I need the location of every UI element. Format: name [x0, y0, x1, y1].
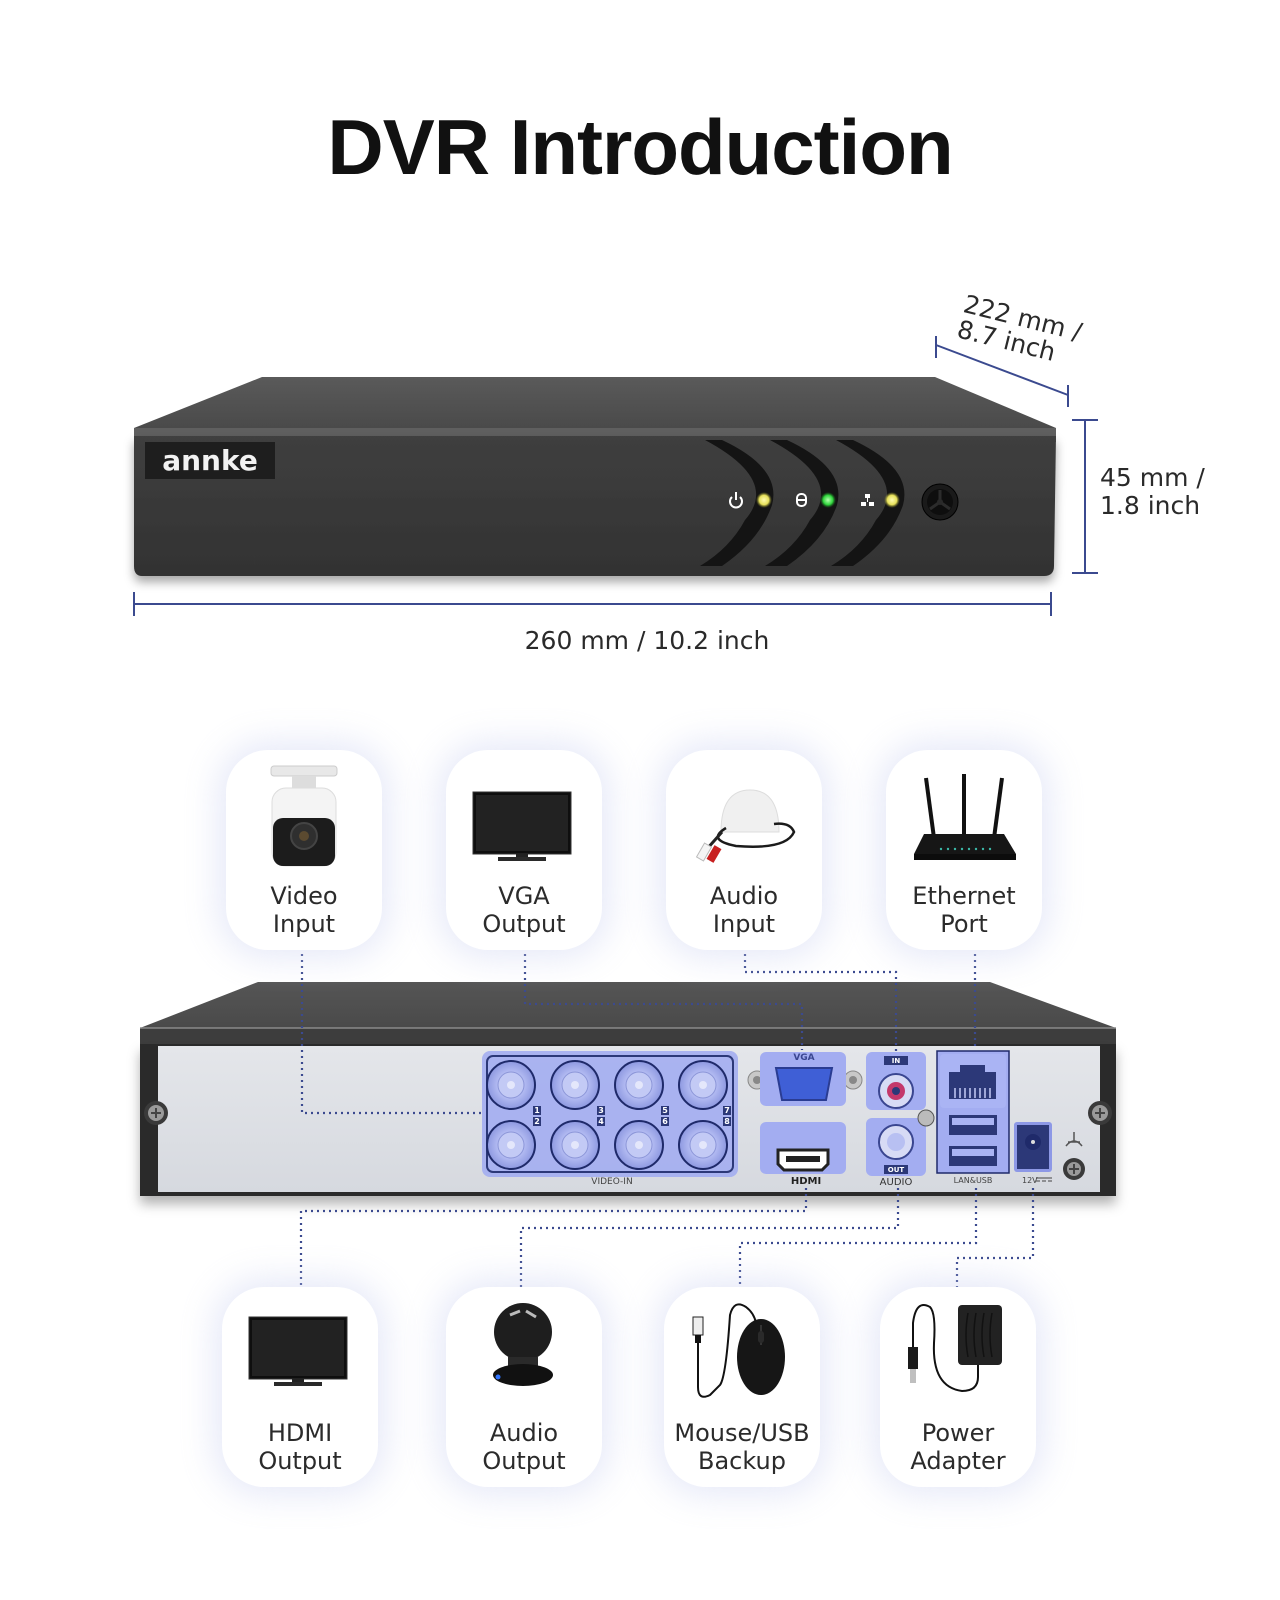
dvr-top-face — [134, 377, 1056, 428]
hdmi-label: HDMI — [791, 1176, 821, 1187]
screw-icon — [1088, 1101, 1112, 1125]
network-icon — [861, 494, 874, 506]
hdd-icon — [796, 493, 807, 507]
bnc-video-port — [614, 1060, 664, 1110]
height-dimension-line — [1072, 419, 1098, 574]
channel-number: 6 — [662, 1117, 668, 1126]
connector-hdmi-output — [299, 1188, 808, 1288]
ground-icon — [1065, 1132, 1083, 1147]
audio-out-label: OUT — [888, 1166, 905, 1174]
channel-number: 3 — [598, 1106, 604, 1115]
audio-out-port: OUT — [866, 1118, 926, 1176]
audio-in-label: IN — [892, 1057, 901, 1065]
ir-receiver-button — [921, 483, 959, 521]
vga-label: VGA — [793, 1053, 814, 1063]
channel-number: 8 — [724, 1117, 730, 1126]
height-dimension-inch: 1.8 inch — [1100, 491, 1200, 520]
dc-power-port — [1014, 1122, 1052, 1172]
mouse-icon — [692, 1303, 785, 1398]
lan-usb-block — [936, 1050, 1010, 1174]
depth-dimension-line — [935, 336, 1069, 407]
bnc-video-port — [550, 1120, 600, 1170]
vga-port: VGA — [747, 1052, 863, 1106]
speaker-icon — [493, 1303, 553, 1386]
svg-text:annke: annke — [162, 444, 258, 477]
network-led — [884, 492, 900, 508]
microphone-icon — [695, 789, 796, 863]
connector-audio-input — [743, 948, 898, 1052]
bnc-video-port — [486, 1120, 536, 1170]
width-dimension-text: 260 mm / 10.2 inch — [525, 626, 770, 655]
channel-number: 7 — [724, 1106, 730, 1115]
lan-usb-label: LAN&USB — [954, 1176, 993, 1185]
power-adapter-icon — [908, 1304, 1002, 1393]
rear-top-face — [140, 982, 1116, 1028]
channel-number: 1 — [534, 1106, 540, 1115]
channel-number: 4 — [598, 1117, 604, 1126]
connector-mouse-usb — [738, 1188, 978, 1288]
bnc-video-port — [486, 1060, 536, 1110]
video-in-label: VIDEO-IN — [591, 1177, 632, 1187]
ethernet-port — [949, 1065, 996, 1099]
usb-port — [949, 1115, 997, 1135]
power-led — [756, 492, 772, 508]
page-title: DVR Introduction — [327, 103, 953, 191]
dvr-front-view: annke 222 mm / 8.7 inch — [133, 289, 1205, 655]
power-icon — [729, 492, 743, 509]
screw-icon — [144, 1101, 168, 1125]
channel-number: 2 — [534, 1117, 540, 1126]
screw-icon — [1063, 1158, 1085, 1180]
hdmi-port: HDMI — [760, 1122, 846, 1187]
connector-vga-output — [523, 948, 804, 1050]
audio-in-port: IN — [866, 1052, 926, 1110]
height-dimension-mm: 45 mm / — [1100, 463, 1205, 492]
monitor-icon — [472, 791, 572, 861]
bnc-video-port — [614, 1120, 664, 1170]
connector-video-input — [300, 948, 482, 1115]
channel-number: 5 — [662, 1106, 668, 1115]
led-swoosh-group — [700, 440, 905, 566]
camera-icon — [270, 765, 338, 867]
bnc-video-port — [678, 1060, 728, 1110]
hdd-led — [820, 492, 836, 508]
router-icon — [914, 774, 1016, 860]
usb-port — [949, 1146, 997, 1166]
connector-audio-output — [519, 1188, 900, 1288]
video-in-bnc-block — [482, 1051, 738, 1177]
bnc-video-port — [550, 1060, 600, 1110]
connector-lines — [299, 948, 1035, 1288]
power-label: 12V — [1022, 1176, 1038, 1185]
bnc-video-port — [678, 1120, 728, 1170]
audio-label: AUDIO — [880, 1177, 913, 1188]
annke-logo: annke — [145, 442, 275, 479]
width-dimension-line — [133, 592, 1052, 616]
connector-power-adapter — [955, 1188, 1035, 1288]
monitor-icon — [248, 1316, 348, 1386]
